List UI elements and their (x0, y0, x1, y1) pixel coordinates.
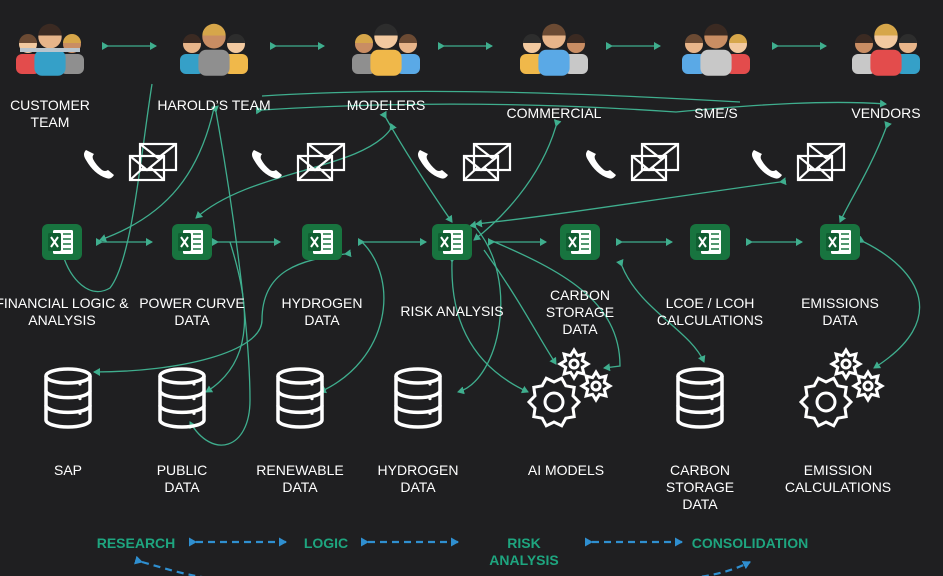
phone-icon (418, 150, 448, 179)
mail-icon (296, 142, 346, 182)
spreadsheet-label: FINANCIAL LOGIC &ANALYSIS (0, 295, 129, 328)
excel-icon (560, 224, 600, 260)
excel-icon (42, 224, 82, 260)
phone-icon (252, 150, 282, 179)
people-group-icon (352, 23, 420, 76)
mail-icon (796, 142, 846, 182)
people-group-icon (682, 23, 750, 76)
mail-icon (630, 142, 680, 182)
excel-icon (690, 224, 730, 260)
people-group-label: MODELERS (347, 97, 426, 113)
people-group-icon (180, 23, 248, 76)
excel-icon (302, 224, 342, 260)
spreadsheet-label: RISK ANALYSIS (400, 303, 503, 319)
database-icon (676, 367, 724, 429)
people-group-icon (520, 23, 588, 76)
excel-icon (172, 224, 212, 260)
phone-icon (586, 150, 616, 179)
source-label: SAP (54, 462, 82, 478)
process-step-label: RESEARCH (97, 535, 176, 551)
people-group-label: COMMERCIAL (507, 105, 602, 121)
connector-arrows (59, 42, 921, 446)
excel-icon (820, 224, 860, 260)
mail-icon (128, 142, 178, 182)
process-flow-arrows (134, 537, 751, 576)
database-icon (158, 367, 206, 429)
database-icon (276, 367, 324, 429)
database-icon (394, 367, 442, 429)
people-group-label: SME/S (694, 105, 738, 121)
mail-icon (462, 142, 512, 182)
phone-icon (752, 150, 782, 179)
process-step-label: LOGIC (304, 535, 348, 551)
source-label: AI MODELS (528, 462, 604, 478)
people-group-label: VENDORS (851, 105, 920, 121)
people-group-icon (16, 23, 84, 76)
gears-icon (798, 347, 885, 428)
gears-icon (526, 347, 613, 428)
excel-icon (432, 224, 472, 260)
phone-icon (84, 150, 114, 179)
database-icon (44, 367, 92, 429)
process-step-label: CONSOLIDATION (692, 535, 808, 551)
people-group-icon (852, 23, 920, 76)
people-group-label: HAROLD’S TEAM (157, 97, 270, 113)
